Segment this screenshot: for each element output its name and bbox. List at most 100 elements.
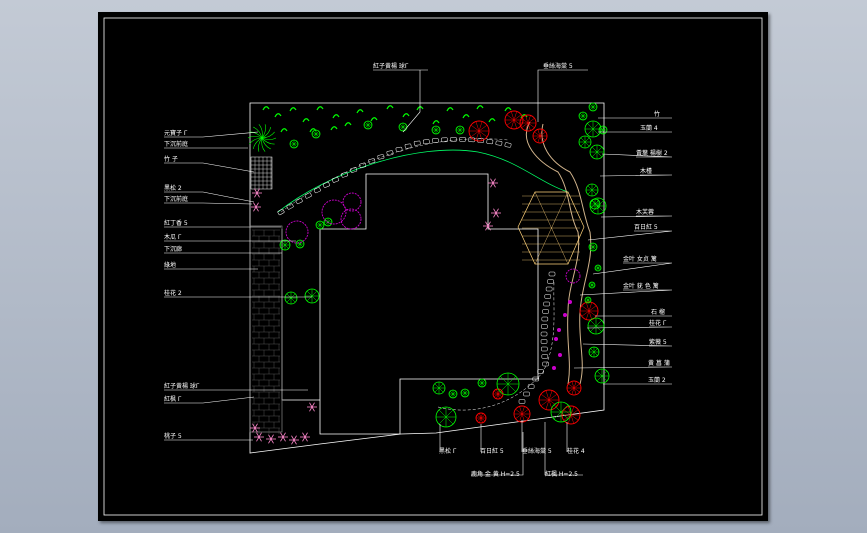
label-b1: 黑松 Γ <box>439 447 457 455</box>
tan-path-left <box>525 121 580 385</box>
site-boundary <box>249 102 605 454</box>
paving-pattern <box>252 229 280 434</box>
green-leaf-icon <box>476 105 484 110</box>
green-shrub-icon <box>431 125 441 135</box>
building-outline <box>319 173 539 435</box>
pink-flower-icon <box>266 434 276 444</box>
green-leaf-icon <box>289 107 297 112</box>
label-l5: 下沉前庭 <box>164 195 188 203</box>
label-r5: 木芙蓉 <box>636 208 654 216</box>
green-leaf-icon <box>370 117 378 122</box>
stepping-stones <box>280 138 509 213</box>
green-shrub-icon <box>588 102 598 112</box>
magenta-dot-icon <box>557 328 561 332</box>
green-leaf-icon <box>446 107 454 112</box>
green-leaf-icon <box>504 107 512 112</box>
red-flower-tree-icon <box>468 120 490 142</box>
label-l6: 紅丁香 5 <box>164 219 188 227</box>
pink-flower-icon <box>254 432 264 442</box>
green-leaf-icon <box>356 109 364 114</box>
tan-path-right <box>541 123 592 385</box>
green-shrub-icon <box>455 125 465 135</box>
red-flower-tree-icon <box>513 405 531 423</box>
pink-flower-icon <box>250 423 260 433</box>
magenta-dot-icon <box>568 300 572 304</box>
red-flower-tree-icon <box>504 110 524 130</box>
label-l12: 紅枫 Γ <box>164 395 182 403</box>
magenta-circle-icon <box>340 208 362 230</box>
label-b5: 鹿角 金 黄 H=2.5 <box>471 470 520 478</box>
magenta-circle-icon <box>321 199 347 225</box>
palm-icon <box>247 124 277 152</box>
stepping-stone-set <box>277 137 512 216</box>
magenta-dot-icon <box>558 353 562 357</box>
label-l9: 綠地 <box>164 261 176 269</box>
green-shrub-icon <box>594 368 610 384</box>
label-top-left: 紅子黄楊 球Γ <box>373 62 409 70</box>
green-shrub-icon <box>284 291 298 305</box>
green-leaf-icon <box>520 114 528 119</box>
pink-flower-icon <box>289 435 299 445</box>
bamboo-grid <box>250 156 273 190</box>
landscape-plan: 紅子黄楊 球Γ 垂絲海棠 5 元寶子 Γ 下沉前庭 竹 子 黑松 2 下沉前庭 … <box>103 17 763 516</box>
green-shrub-icon <box>304 288 320 304</box>
green-shrub-icon <box>588 346 600 358</box>
label-b4: 桂花 4 <box>567 447 585 455</box>
label-r4: 木槿 <box>640 167 652 175</box>
red-flower-tree-icon <box>566 380 582 396</box>
green-leaf-icon <box>316 106 324 111</box>
leader-lines <box>164 69 673 476</box>
green-shrub-icon <box>584 120 602 138</box>
pink-flower-icon <box>300 432 310 442</box>
label-b3: 垂絲海棠 5 <box>522 447 552 455</box>
green-shrub-icon <box>587 317 605 335</box>
magenta-circle-icon <box>342 192 362 212</box>
stepping-stone-east <box>518 271 556 404</box>
green-shrub-icon <box>363 120 373 130</box>
annotations: 紅子黄楊 球Γ 垂絲海棠 5 元寶子 Γ 下沉前庭 竹 子 黑松 2 下沉前庭 … <box>164 62 670 478</box>
label-r11: 紫薇 5 <box>649 338 667 346</box>
green-leaf-icon <box>332 114 340 119</box>
green-shrub-icon <box>588 242 598 252</box>
pink-flower-icon <box>278 432 288 442</box>
red-flower-tree-icon <box>579 301 599 321</box>
green-shrub-icon <box>311 129 321 139</box>
green-shrub-icon <box>585 183 599 197</box>
label-l8: 下沉廊 <box>164 245 182 253</box>
green-shrub-icon <box>594 264 602 272</box>
pink-flower-icon <box>488 178 498 188</box>
green-shrub-icon <box>588 281 596 289</box>
red-flower-tree-icon <box>475 412 487 424</box>
label-r2: 玉蘭 4 <box>640 124 658 132</box>
green-shrub-icon <box>598 125 608 135</box>
green-leaf-icon <box>262 106 270 111</box>
green-shrub-icon <box>496 372 520 396</box>
label-l1: 元寶子 Γ <box>164 129 188 137</box>
magenta-circle-icon <box>565 268 581 284</box>
label-r9: 石 榴 <box>651 308 665 316</box>
label-b6: 紅楓 H=2.5 <box>545 470 578 478</box>
drawing-sheet: 紅子黄楊 球Γ 垂絲海棠 5 元寶子 Γ 下沉前庭 竹 子 黑松 2 下沉前庭 … <box>98 12 768 521</box>
green-shrub-icon <box>589 198 601 210</box>
magenta-circle-icon <box>285 220 309 244</box>
green-shrub-icon <box>477 378 487 388</box>
terrace-outline <box>281 229 320 401</box>
label-l10: 桂花 2 <box>164 289 182 297</box>
green-shrub-icon <box>448 389 458 399</box>
green-shrub-icon <box>432 381 446 395</box>
label-l4: 黑松 2 <box>164 184 182 192</box>
label-r6: 百日紅 5 <box>634 223 658 231</box>
green-leaf-icon <box>274 113 282 118</box>
green-shrub-icon <box>289 139 299 149</box>
green-shrub-icon <box>315 220 325 230</box>
pink-flower-icon <box>483 221 493 231</box>
label-l7: 木瓜 Γ <box>164 233 182 241</box>
label-l2: 下沉前庭 <box>164 140 188 148</box>
green-shrub-icon <box>295 239 305 249</box>
red-flower-tree-icon <box>538 389 560 411</box>
planting <box>247 102 610 445</box>
green-shrub-icon <box>398 122 408 132</box>
red-flower-tree-icon <box>532 128 548 144</box>
green-leaf-icon <box>302 118 310 123</box>
label-l3: 竹 子 <box>164 155 178 163</box>
